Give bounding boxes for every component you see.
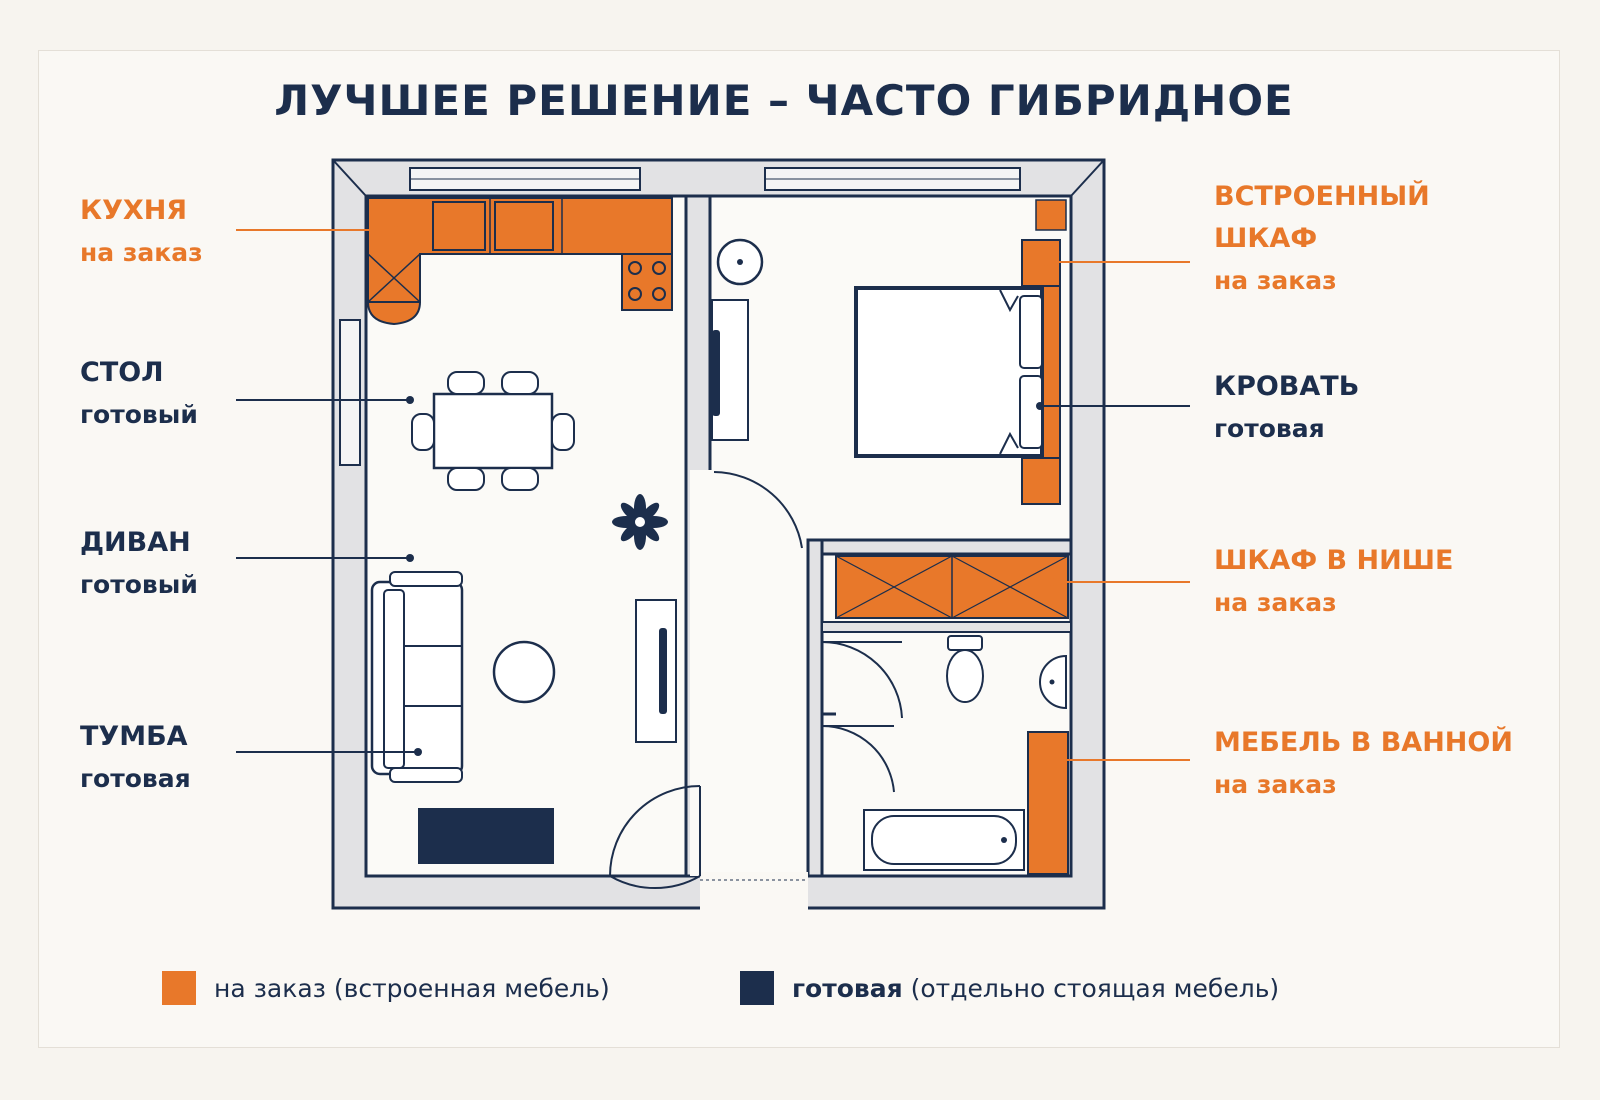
kitchen-sink-2 [494, 201, 554, 251]
bath-wall-left [806, 538, 824, 878]
bath-door-2 [821, 724, 895, 793]
label-wardrobe-name-2: ШКАФ [1214, 223, 1318, 254]
label-table: СТОЛ готовый [80, 352, 198, 436]
hallway [690, 470, 808, 876]
label-bath-furniture: МЕБЕЛЬ В ВАННОЙ на заказ [1214, 722, 1513, 806]
rug [418, 808, 554, 864]
wardrobe-strip [1041, 285, 1061, 459]
label-tv-stand-status: готовая [80, 764, 191, 793]
label-bath-furniture-status: на заказ [1214, 770, 1337, 799]
niche-wall [806, 538, 1073, 556]
chair [447, 371, 485, 395]
chair [501, 467, 539, 491]
chair [411, 413, 435, 451]
label-sofa-name: ДИВАН [80, 527, 191, 558]
stove [621, 253, 673, 311]
bathtub [863, 809, 1025, 871]
label-wardrobe-name-1: ВСТРОЕННЫЙ [1214, 181, 1430, 212]
label-sofa: ДИВАН готовый [80, 522, 198, 606]
toilet [946, 635, 984, 703]
label-tv-stand-name: ТУМБА [80, 721, 188, 752]
tv-stand [635, 599, 677, 743]
label-sofa-status: готовый [80, 570, 198, 599]
bath-sink [1039, 654, 1067, 710]
label-niche-closet-name: ШКАФ В НИШЕ [1214, 545, 1454, 576]
leader-lines-right [1036, 258, 1190, 764]
kitchen-sink-1 [432, 201, 486, 251]
label-niche-closet: ШКАФ В НИШЕ на заказ [1214, 540, 1453, 624]
entrance-door [609, 875, 701, 890]
coffee-table [492, 640, 556, 704]
label-kitchen: КУХНЯ на заказ [80, 190, 203, 274]
entrance-gap [700, 872, 808, 912]
dining-table [432, 392, 554, 470]
legend-custom: на заказ (встроенная мебель) [162, 968, 610, 1008]
label-kitchen-status: на заказ [80, 238, 203, 267]
page-title: ЛУЧШЕЕ РЕШЕНИЕ – ЧАСТО ГИБРИДНОЕ [274, 76, 1294, 125]
bath-door-1 [821, 640, 903, 719]
bedroom-tv-icon [712, 330, 720, 416]
plant-icon [612, 494, 668, 550]
sofa [370, 571, 464, 783]
label-bed-name: КРОВАТЬ [1214, 371, 1360, 402]
label-bed: КРОВАТЬ готовая [1214, 366, 1359, 450]
window-left [339, 319, 361, 466]
bedroom-door [713, 471, 803, 549]
leader-lines-left [236, 226, 422, 756]
label-wardrobe: ВСТРОЕННЫЙ ШКАФ на заказ [1214, 176, 1430, 302]
tv-icon [659, 628, 667, 714]
corner-shelf [1035, 199, 1067, 231]
chair [501, 371, 539, 395]
label-bath-furniture-name: МЕБЕЛЬ В ВАННОЙ [1214, 727, 1513, 758]
legend-ready-bold: готовая [792, 973, 903, 1003]
legend-ready-text: (отдельно стоящая мебель) [902, 973, 1280, 1003]
label-niche-closet-status: на заказ [1214, 588, 1337, 617]
kitchen-corner-round [366, 301, 422, 326]
legend-custom-text: на заказ (встроенная мебель) [214, 973, 610, 1003]
label-table-name: СТОЛ [80, 357, 164, 388]
label-table-status: готовый [80, 400, 198, 429]
wardrobe-bottom-cabinet [1021, 457, 1061, 505]
legend-ready: готовая (отдельно стоящая мебель) [740, 968, 1279, 1008]
label-tv-stand: ТУМБА готовая [80, 716, 191, 800]
legend-custom-swatch [162, 971, 196, 1005]
bed [854, 286, 1044, 458]
label-kitchen-name: КУХНЯ [80, 195, 188, 226]
chair [447, 467, 485, 491]
bath-top-wall [821, 621, 1072, 633]
bath-cabinet [1027, 731, 1069, 875]
label-wardrobe-status: на заказ [1214, 266, 1337, 295]
label-bed-status: готовая [1214, 414, 1325, 443]
legend-ready-swatch [740, 971, 774, 1005]
chair [551, 413, 575, 451]
